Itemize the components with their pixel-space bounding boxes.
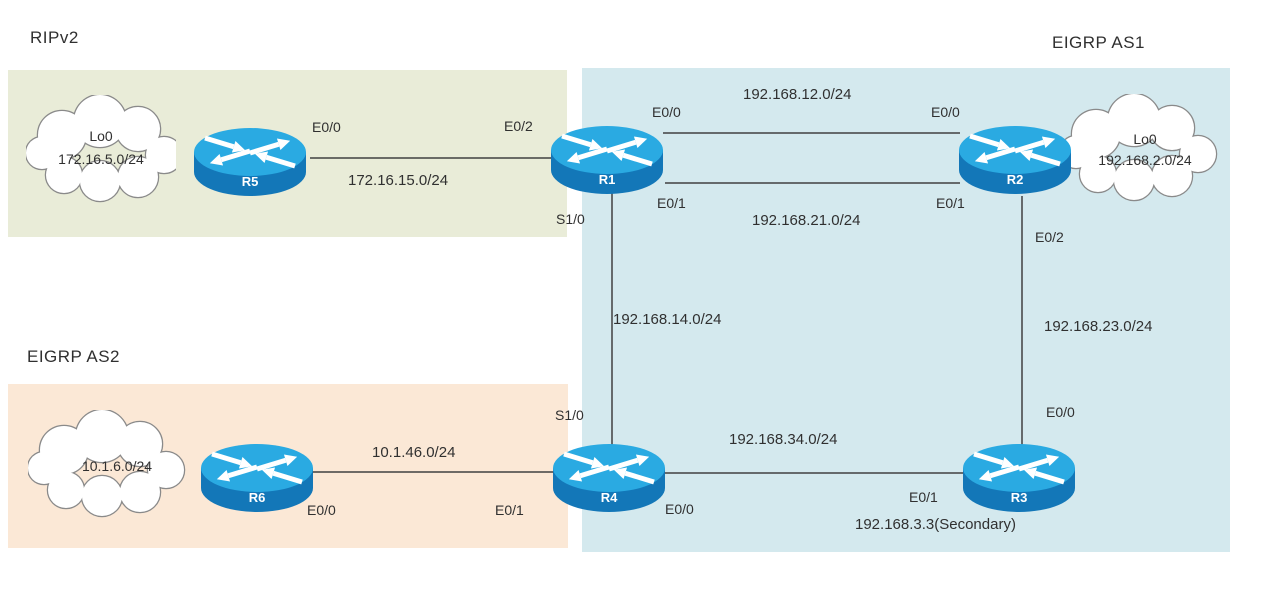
interface-label-r2-e0-0: E0/0 <box>931 104 960 120</box>
router-icon <box>193 124 307 204</box>
router-icon <box>962 440 1076 520</box>
interface-label-r1-e0-1: E0/1 <box>657 195 686 211</box>
interface-label-r5-e0-0: E0/0 <box>312 119 341 135</box>
cloud-r2-loopback: Lo0 192.168.2.0/24 <box>1060 94 1230 209</box>
network-label-r5-r1: 172.16.15.0/24 <box>348 172 449 189</box>
interface-label-r3-e0-1: E0/1 <box>909 489 938 505</box>
network-label-r2-r3: 192.168.23.0/24 <box>1044 318 1153 335</box>
region-eigrp-as1 <box>582 68 1230 552</box>
cloud-label: Lo0 <box>1133 131 1157 147</box>
router-label: R6 <box>248 490 266 505</box>
router-label: R3 <box>1010 490 1028 505</box>
network-label-r1-r2-lower: 192.168.21.0/24 <box>752 212 861 229</box>
router-label: R2 <box>1006 172 1024 187</box>
cloud-label: 192.168.2.0/24 <box>1098 152 1192 168</box>
interface-label-r4-s1-0: S1/0 <box>555 407 584 423</box>
interface-label-r6-e0-0: E0/0 <box>307 502 336 518</box>
router-label: R4 <box>600 490 618 505</box>
protocol-label-ripv2: RIPv2 <box>30 28 79 47</box>
router-icon <box>958 122 1072 202</box>
cloud-label: Lo0 <box>89 128 113 144</box>
protocol-label-eigrp-as2: EIGRP AS2 <box>27 347 121 366</box>
interface-label-r3-e0-0: E0/0 <box>1046 404 1075 420</box>
router-r4: R4 <box>552 440 666 520</box>
router-icon <box>552 440 666 520</box>
network-label-r1-r2-upper: 192.168.12.0/24 <box>743 86 852 103</box>
router-r1: R1 <box>550 122 664 202</box>
interface-label-r4-e0-0: E0/0 <box>665 501 694 517</box>
router-r6: R6 <box>200 440 314 520</box>
interface-label-r2-e0-2: E0/2 <box>1035 229 1064 245</box>
router-r2: R2 <box>958 122 1072 202</box>
protocol-label-eigrp-as1: EIGRP AS1 <box>1052 33 1146 52</box>
cloud-label: 172.16.5.0/24 <box>58 151 144 167</box>
network-label-r6-r4: 10.1.46.0/24 <box>372 444 456 461</box>
router-icon <box>200 440 314 520</box>
interface-label-r2-e0-1: E0/1 <box>936 195 965 211</box>
cloud-r5-loopback: Lo0 172.16.5.0/24 <box>26 95 176 207</box>
network-label-r1-r4: 192.168.14.0/24 <box>613 311 722 328</box>
router-label: R1 <box>598 172 616 187</box>
network-label-r4-r3: 192.168.34.0/24 <box>729 431 838 448</box>
cloud-r6-network: 10.1.6.0/24 <box>28 410 206 524</box>
router-icon <box>550 122 664 202</box>
cloud-label: 10.1.6.0/24 <box>81 458 153 474</box>
network-label-r3-secondary: 192.168.3.3(Secondary) <box>855 516 1016 533</box>
router-r3: R3 <box>962 440 1076 520</box>
router-label: R5 <box>241 174 259 189</box>
interface-label-r1-e0-2: E0/2 <box>504 118 533 134</box>
interface-label-r4-e0-1: E0/1 <box>495 502 524 518</box>
interface-label-r1-e0-0: E0/0 <box>652 104 681 120</box>
interface-label-r1-s1-0: S1/0 <box>556 211 585 227</box>
router-r5: R5 <box>193 124 307 204</box>
